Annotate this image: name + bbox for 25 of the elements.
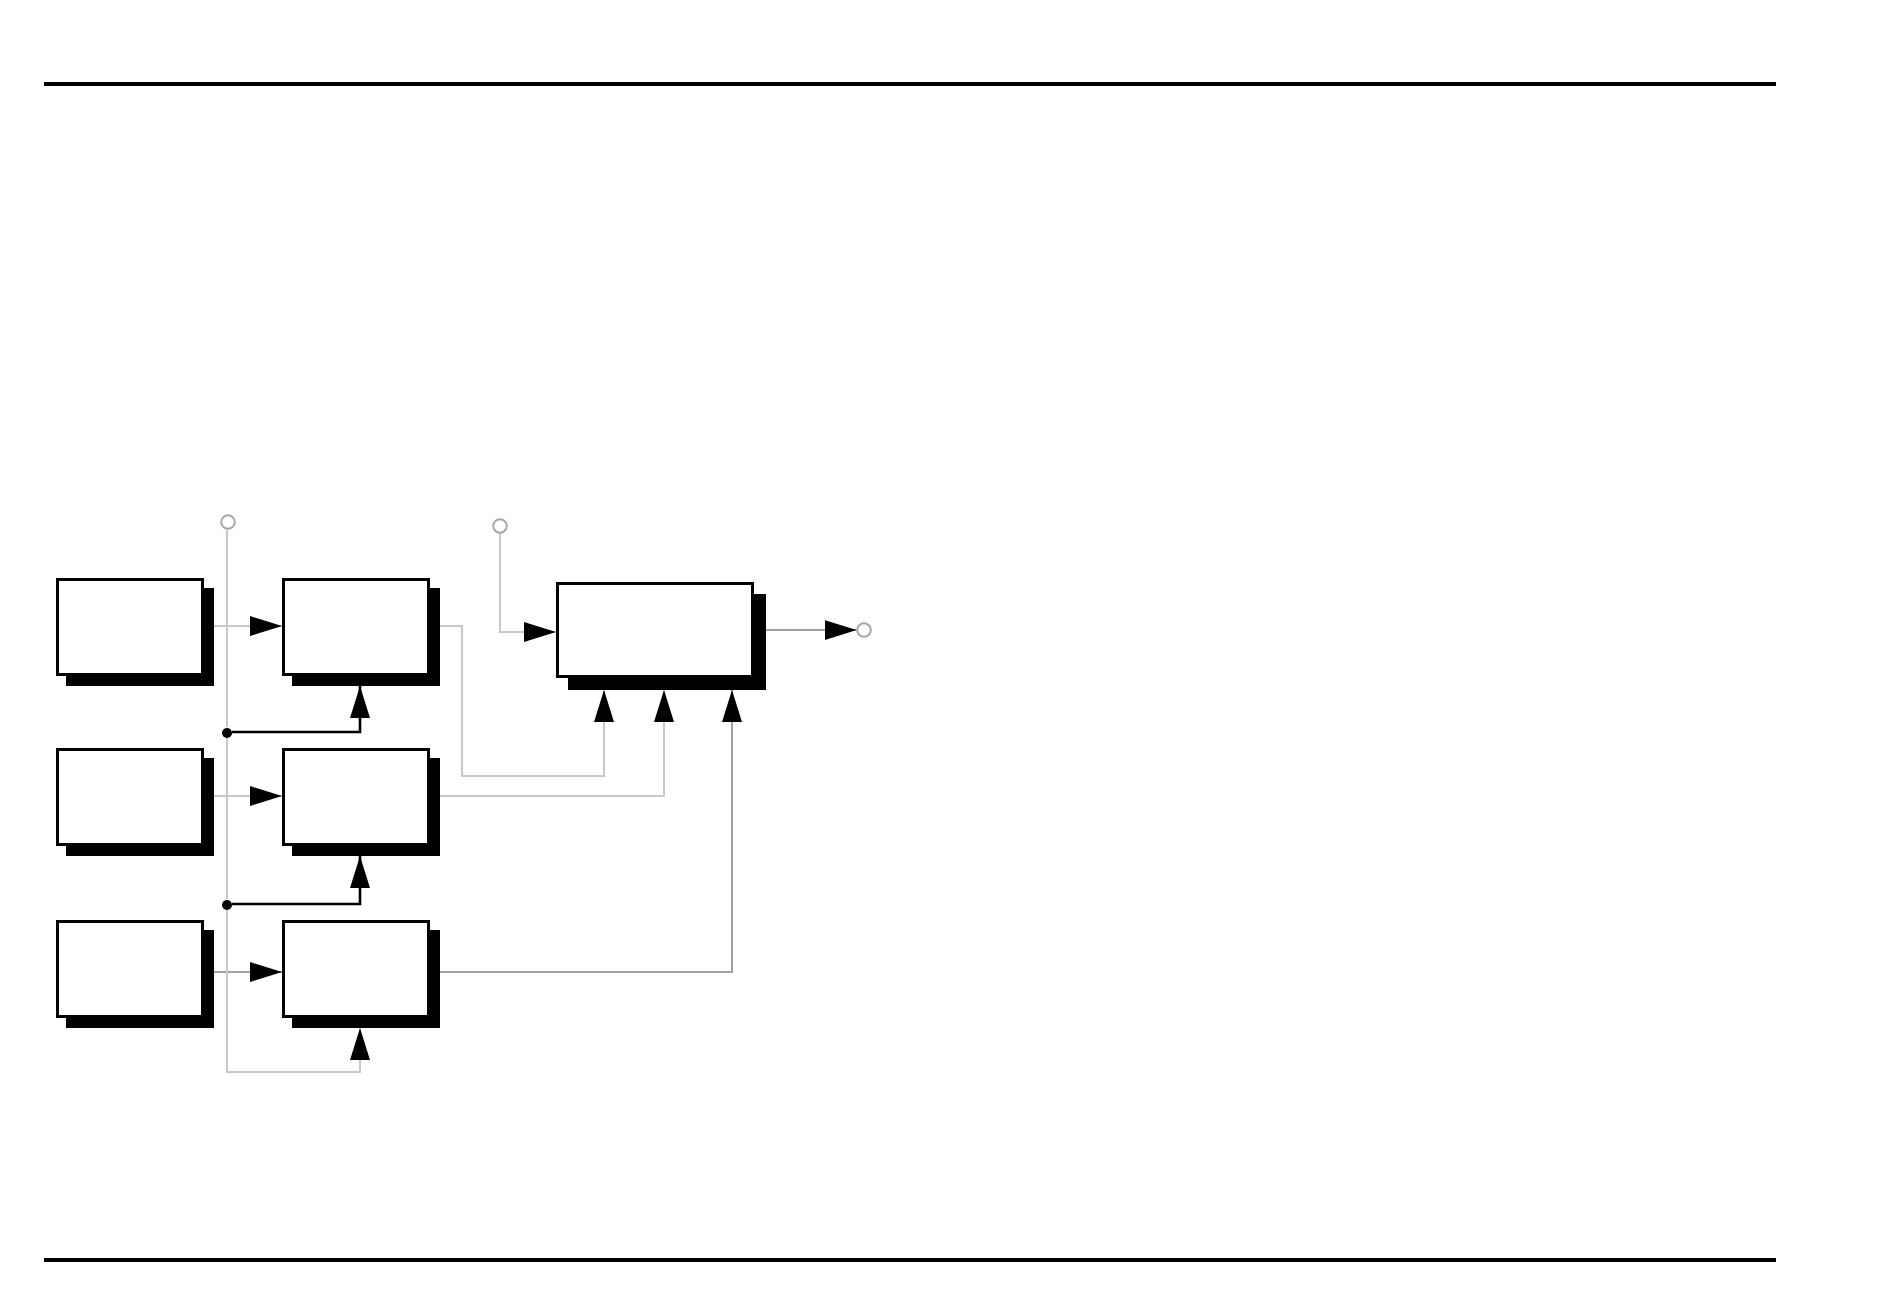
- terminal-circle: [856, 622, 873, 638]
- arrow: [499, 532, 557, 642]
- terminal-circle: [492, 517, 508, 533]
- block-box: [56, 748, 214, 856]
- arrow: [232, 686, 370, 734]
- arrow: [439, 689, 742, 973]
- block-box: [282, 578, 440, 686]
- block-box: [56, 578, 214, 686]
- block-box: [282, 748, 440, 856]
- connector-line: [226, 736, 228, 900]
- arrow: [232, 856, 370, 906]
- arrow: [213, 962, 283, 982]
- arrow: [439, 689, 674, 797]
- arrow: [439, 625, 614, 777]
- arrow: [213, 616, 283, 636]
- arrow: [765, 620, 858, 640]
- block-box: [556, 582, 766, 690]
- junction-dot: [222, 899, 232, 909]
- junction-dot: [222, 727, 232, 737]
- block-box: [56, 920, 214, 1028]
- terminal-circle: [219, 514, 235, 530]
- connector-line: [226, 529, 228, 728]
- arrow: [226, 908, 370, 1073]
- arrow: [213, 786, 283, 806]
- block-box: [282, 920, 440, 1028]
